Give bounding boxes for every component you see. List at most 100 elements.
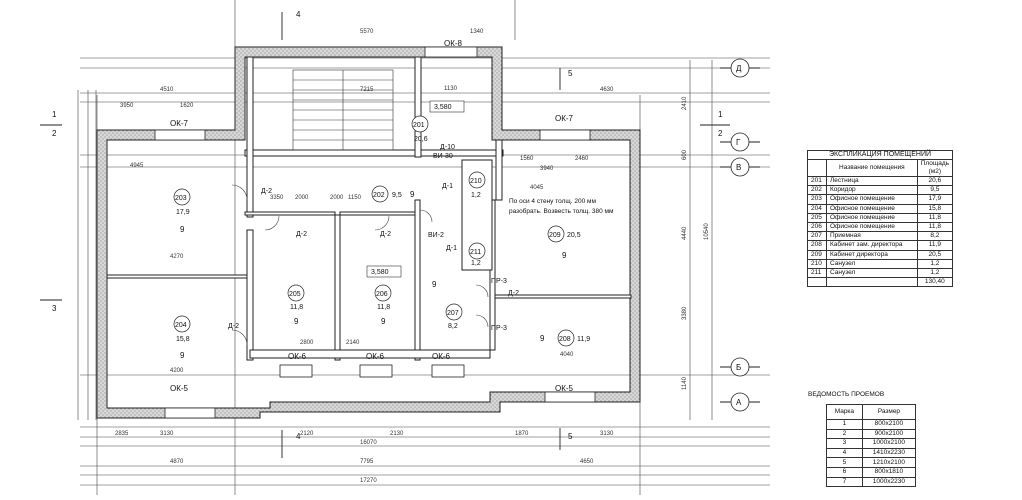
svg-text:600: 600 <box>682 149 688 160</box>
svg-text:4: 4 <box>296 432 301 441</box>
svg-text:1: 1 <box>52 110 57 119</box>
svg-text:3350: 3350 <box>270 195 284 201</box>
room-201-area: 20,6 <box>414 136 428 143</box>
dimension-texts: 5570 1340 4510 7215 4630 3950 1620 1130 … <box>115 29 710 484</box>
svg-text:2835: 2835 <box>115 431 129 437</box>
svg-text:ПР-3: ПР-3 <box>491 325 507 332</box>
svg-text:2: 2 <box>52 129 57 138</box>
room-labels: 201 20,6 202 9,5 9 203 17,9 9 204 15,8 9… <box>173 115 590 360</box>
svg-text:2120: 2120 <box>300 431 314 437</box>
door-marks: Д-2 Д-2 Д-2 Д-2 Д-2 Д-1 Д-1 Д-10 ВИ-30 В… <box>228 144 519 332</box>
svg-text:В: В <box>736 163 741 172</box>
room-209-number: 209 <box>549 232 561 239</box>
room-206-number: 206 <box>376 291 388 298</box>
svg-text:3: 3 <box>52 304 57 313</box>
svg-text:4040: 4040 <box>560 352 574 358</box>
room-204-number: 204 <box>175 322 187 329</box>
svg-text:4045: 4045 <box>530 185 544 191</box>
svg-text:3940: 3940 <box>540 166 554 172</box>
svg-text:разобрать. Возвесть толщ. 380: разобрать. Возвесть толщ. 380 мм <box>509 207 614 215</box>
room-208-area: 11,9 <box>577 336 590 343</box>
room-205-number: 205 <box>289 291 301 298</box>
room-202-area: 9,5 <box>392 192 402 199</box>
openings-title: ВЕДОМОСТЬ ПРОЕМОВ <box>808 391 885 398</box>
svg-text:1560: 1560 <box>520 156 534 162</box>
explication-head-name: Название помещения <box>826 159 918 177</box>
room-211-area: 1,2 <box>471 260 481 267</box>
svg-text:9: 9 <box>410 190 415 199</box>
window-ok6-2: ОК-6 <box>366 352 385 361</box>
outer-walls <box>96 46 641 419</box>
svg-text:2: 2 <box>718 129 723 138</box>
staircase <box>292 69 394 151</box>
level-marks: 3,580 3,580 <box>366 100 465 278</box>
window-ok5-right: ОК-5 <box>555 384 574 393</box>
svg-text:4945: 4945 <box>130 163 144 169</box>
openings-head-mark: Марка <box>826 404 863 420</box>
svg-text:2410: 2410 <box>682 96 688 110</box>
room-202-number: 202 <box>373 192 385 199</box>
room-208-number: 208 <box>559 336 571 343</box>
svg-text:3380: 3380 <box>682 306 688 320</box>
svg-text:4270: 4270 <box>170 254 184 260</box>
svg-text:4440: 4440 <box>682 226 688 240</box>
wall-note: По оси 4 стену толщ. 200 мм разобрать. В… <box>509 198 614 215</box>
svg-text:7215: 7215 <box>360 87 374 93</box>
room-203-area: 17,9 <box>176 209 190 216</box>
svg-text:2000: 2000 <box>295 195 309 201</box>
svg-text:16070: 16070 <box>360 440 377 446</box>
svg-text:2000: 2000 <box>330 195 344 201</box>
room-203-number: 203 <box>175 195 187 202</box>
svg-text:Д-2: Д-2 <box>228 323 239 330</box>
svg-text:3130: 3130 <box>160 431 174 437</box>
svg-text:5570: 5570 <box>360 29 374 35</box>
svg-text:1870: 1870 <box>515 431 529 437</box>
svg-text:Д: Д <box>736 64 742 73</box>
svg-text:3,580: 3,580 <box>434 104 452 111</box>
svg-text:9: 9 <box>180 351 185 360</box>
room-210-number: 210 <box>470 178 482 185</box>
openings-head-size: Размер <box>861 404 917 420</box>
svg-text:4630: 4630 <box>600 87 614 93</box>
svg-text:2800: 2800 <box>300 340 314 346</box>
room-201-number: 201 <box>413 122 425 129</box>
explication-head-num <box>807 159 827 177</box>
svg-text:1140: 1140 <box>682 376 688 390</box>
svg-text:5: 5 <box>568 432 573 441</box>
svg-text:17270: 17270 <box>360 478 377 484</box>
svg-text:4510: 4510 <box>160 87 174 93</box>
svg-text:7795: 7795 <box>360 459 374 465</box>
svg-text:9: 9 <box>294 317 299 326</box>
room-204-area: 15,8 <box>176 336 190 343</box>
svg-text:Г: Г <box>736 138 741 147</box>
room-207-number: 207 <box>447 310 459 317</box>
dimension-lines <box>77 0 770 495</box>
room-207-area: 8,2 <box>448 323 458 330</box>
explication-title: ЭКСПЛИКАЦИЯ ПОМЕЩЕНИЙ <box>807 150 953 160</box>
svg-text:9: 9 <box>540 334 545 343</box>
svg-text:4650: 4650 <box>580 459 594 465</box>
svg-text:9: 9 <box>180 225 185 234</box>
svg-text:4200: 4200 <box>170 368 184 374</box>
svg-text:1130: 1130 <box>444 86 458 92</box>
svg-text:Д-10: Д-10 <box>440 144 455 151</box>
svg-text:1: 1 <box>718 110 723 119</box>
window-labels: ОК-8 ОК-7 ОК-7 ОК-6 ОК-6 ОК-6 ОК-5 ОК-5 <box>170 39 574 393</box>
svg-text:9: 9 <box>381 317 386 326</box>
explication-total: 130,40 <box>916 277 954 288</box>
svg-text:ВИ-30: ВИ-30 <box>433 153 453 160</box>
svg-text:3950: 3950 <box>120 103 134 109</box>
